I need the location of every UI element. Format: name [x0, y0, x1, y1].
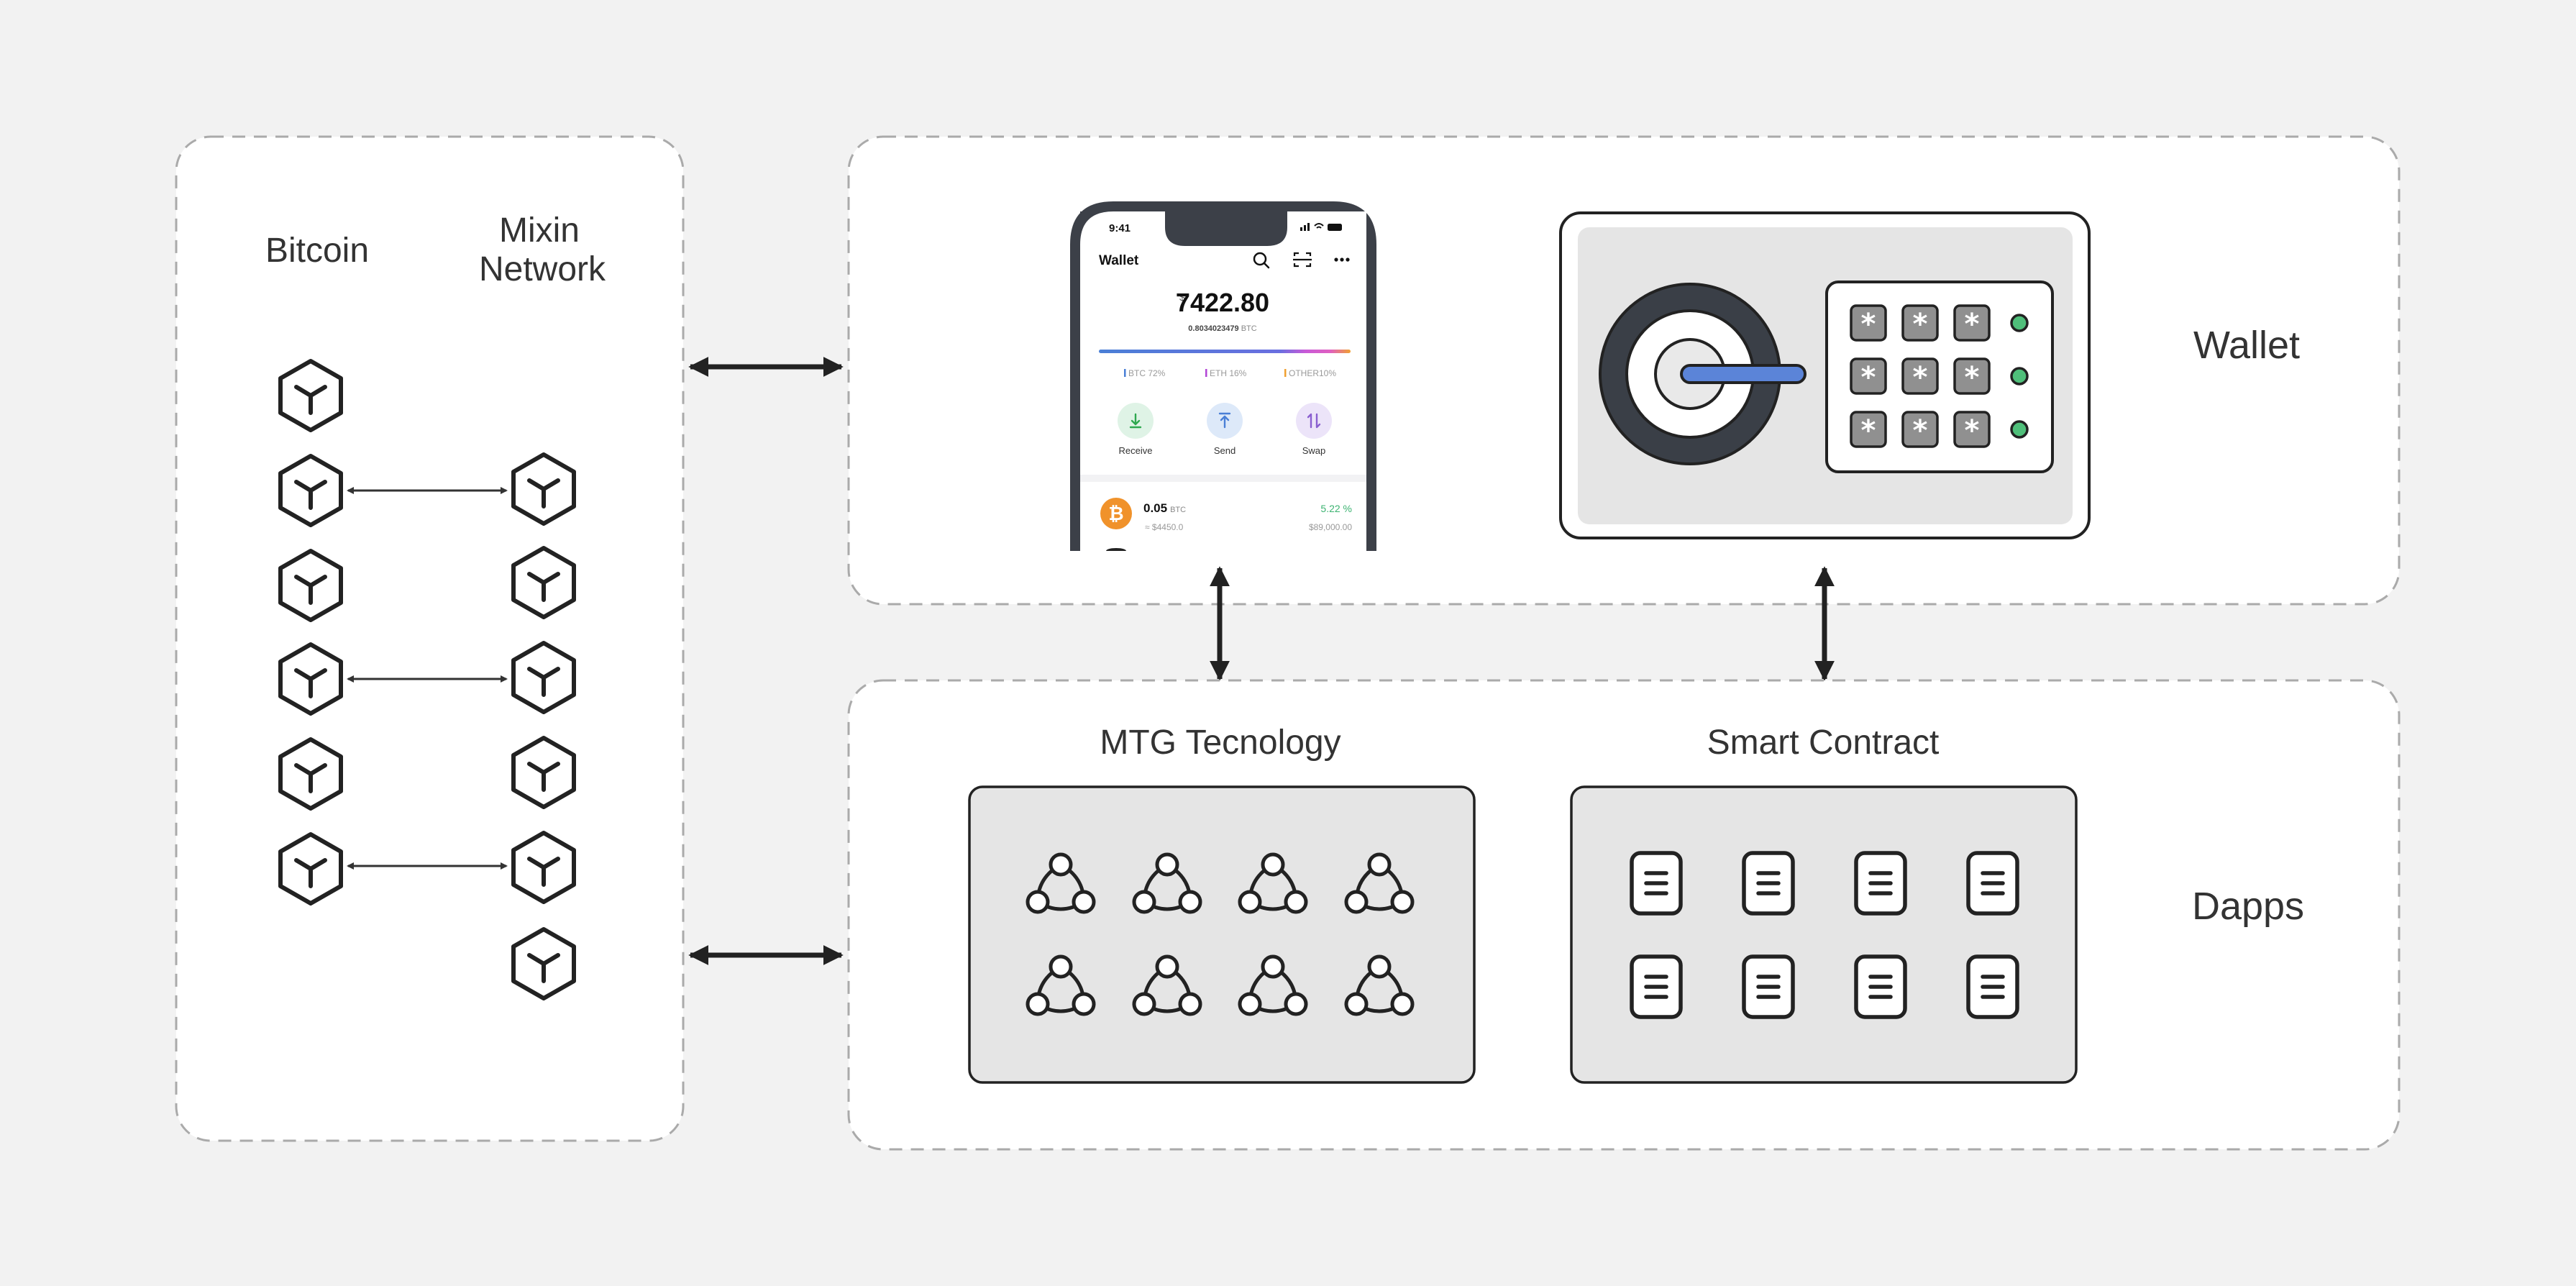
phone-mockup: 9:41 Wallet	[1070, 201, 1376, 551]
phone-more-icon[interactable]	[1334, 257, 1350, 262]
phone-notch	[1165, 211, 1287, 246]
phone-search-icon[interactable]	[1253, 252, 1270, 269]
action-label: Swap	[1302, 445, 1326, 456]
svg-text:*: *	[1965, 308, 1980, 341]
allocation-legend-item: BTC 72%	[1124, 368, 1166, 378]
swap-icon	[1307, 413, 1321, 429]
action-label: Send	[1214, 445, 1236, 456]
status-light-icon	[2010, 367, 2029, 386]
mtg-title: MTG Tecnology	[1100, 724, 1340, 762]
bitcoin-symbol: ₿	[1108, 503, 1123, 525]
contract-document-icon	[1744, 957, 1793, 1017]
chains-panel: Bitcoin Mixin Network	[175, 135, 685, 1142]
keypad-key: *	[1901, 357, 1939, 395]
keypad-key: *	[1850, 411, 1887, 448]
mixin-block-icon	[513, 833, 574, 902]
legend-swatch	[1284, 369, 1287, 377]
chains-panel-frame	[175, 135, 685, 1142]
allocation-legend-item: ETH 16%	[1205, 368, 1247, 378]
balance-btc: 0.8034023479 BTC	[1188, 324, 1256, 333]
balance-amount: 7422.80	[1176, 288, 1269, 317]
allocation-bar	[1099, 350, 1351, 353]
svg-text:*: *	[1913, 308, 1928, 341]
mixin-block-icon	[513, 929, 574, 998]
dapps-panel: Dapps MTG Tecnology Smart Contract	[847, 679, 2401, 1151]
mixin-block-icon	[513, 643, 574, 712]
asset-fiat: ≈ $4450.0	[1145, 522, 1184, 532]
send-button[interactable]: Send	[1207, 403, 1243, 456]
balance-currency: $	[1179, 291, 1185, 303]
contract-document-icon	[1744, 853, 1793, 913]
allocation-legend: BTC 72% ETH 16% OTHER10%	[1124, 368, 1336, 378]
legend-label: ETH 16%	[1210, 368, 1247, 378]
battery-icon	[1328, 224, 1342, 231]
upload-icon	[1218, 412, 1231, 429]
legend-label: BTC 72%	[1128, 368, 1166, 378]
bitcoin-block-icon	[280, 551, 341, 620]
status-time: 9:41	[1109, 222, 1131, 234]
contract-document-icon	[1968, 853, 2017, 913]
bitcoin-block-icon	[280, 834, 341, 903]
wifi-icon	[1314, 223, 1324, 229]
legend-swatch	[1205, 369, 1207, 377]
allocation-legend-item: OTHER10%	[1284, 368, 1336, 378]
keypad-key: *	[1850, 304, 1887, 342]
contract-document-icon	[1632, 957, 1681, 1017]
action-circle	[1296, 403, 1332, 439]
keypad-key: *	[1901, 304, 1939, 342]
mtg-box	[968, 785, 1476, 1084]
receive-button[interactable]: Receive	[1118, 403, 1154, 456]
bitcoin-block-icon	[280, 361, 341, 430]
asset-price: $89,000.00	[1309, 522, 1352, 532]
svg-text:*: *	[1965, 414, 1980, 447]
phone-scan-icon[interactable]	[1293, 252, 1312, 268]
keypad-key: *	[1953, 357, 1991, 395]
mixin-block-icon	[513, 738, 574, 807]
mixin-label-line1: Mixin	[499, 211, 580, 250]
dapps-label: Dapps	[2192, 885, 2304, 928]
swap-button[interactable]: Swap	[1296, 403, 1332, 456]
svg-text:*: *	[1861, 308, 1876, 341]
contract-document-icon	[1632, 853, 1681, 913]
asset-change: 5.22 %	[1320, 503, 1352, 514]
signal-icon	[1300, 223, 1310, 231]
download-icon	[1129, 413, 1142, 429]
bitcoin-block-icon	[280, 644, 341, 713]
keypad-key: *	[1953, 304, 1991, 342]
wallet-panel: Wallet 9:41 Wallet	[847, 135, 2401, 606]
keypad-key: *	[1901, 411, 1939, 448]
wallet-label: Wallet	[2193, 324, 2300, 367]
keypad-key: *	[1850, 357, 1887, 395]
smart-contract-box	[1570, 785, 2078, 1084]
contract-document-icon	[1856, 957, 1905, 1017]
keypad-key: *	[1953, 411, 1991, 448]
status-light-icon	[2010, 420, 2029, 439]
bitcoin-block-icon	[280, 456, 341, 525]
bitcoin-label: Bitcoin	[265, 232, 369, 270]
mixin-block-icon	[513, 548, 574, 617]
svg-text:*: *	[1965, 361, 1980, 394]
action-label: Receive	[1119, 445, 1153, 456]
status-light-icon	[2010, 314, 2029, 332]
svg-text:*: *	[1913, 414, 1928, 447]
contract-document-icon	[1856, 853, 1905, 913]
mixin-block-icon	[513, 455, 574, 524]
bitcoin-block-icon	[280, 739, 341, 808]
mixin-label-line2: Network	[479, 250, 606, 288]
svg-text:*: *	[1861, 414, 1876, 447]
safe-icon: * * * * * * * * *	[1559, 211, 2091, 539]
svg-text:*: *	[1861, 361, 1876, 394]
legend-label: OTHER10%	[1289, 368, 1336, 378]
bitcoin-coin-icon	[1100, 498, 1132, 529]
contract-document-icon	[1968, 957, 2017, 1017]
phone-wallet-title: Wallet	[1099, 253, 1139, 268]
svg-text:*: *	[1913, 361, 1928, 394]
legend-swatch	[1124, 369, 1126, 377]
smart-contract-title: Smart Contract	[1707, 724, 1940, 762]
